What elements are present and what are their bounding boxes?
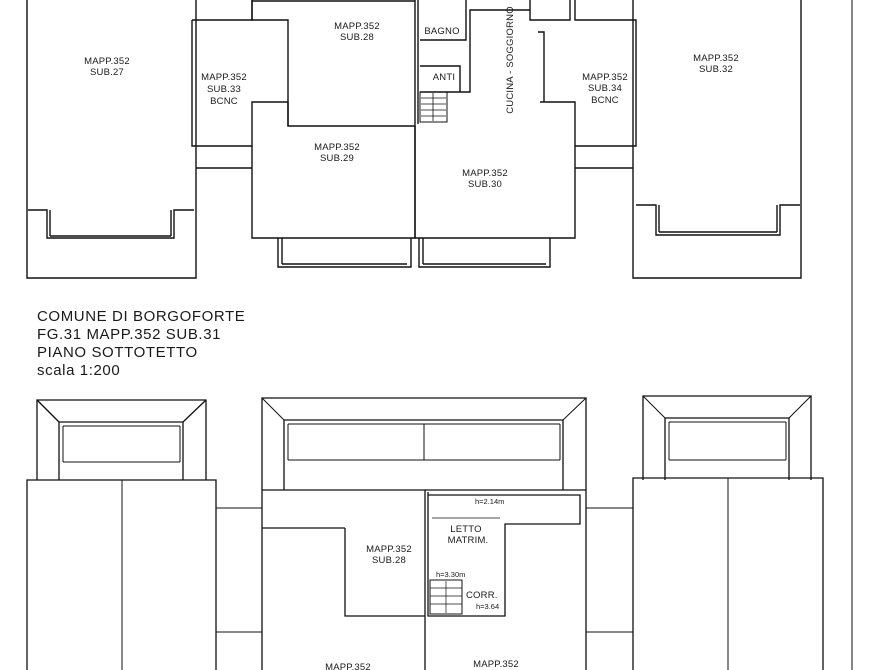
label-letto: LETTO bbox=[450, 524, 481, 535]
label-height-2: h=3.30m bbox=[436, 570, 465, 579]
label-sub33-bcnc: BCNC bbox=[210, 96, 238, 107]
label-anti: ANTI bbox=[433, 72, 455, 83]
title-piano: PIANO SOTTOTETTO bbox=[37, 344, 198, 361]
label-height-3: h=3.64 bbox=[476, 602, 499, 611]
block-right bbox=[632, 477, 824, 670]
dormer-left bbox=[36, 399, 207, 480]
label-sub32-sub: SUB.32 bbox=[699, 64, 733, 75]
dormer-center bbox=[261, 397, 587, 490]
title-block: COMUNE DI BORGOFORTE FG.31 MAPP.352 SUB.… bbox=[37, 308, 245, 379]
label-sub28-sub: SUB.28 bbox=[340, 32, 374, 43]
label-height-1: h=2.14m bbox=[475, 497, 504, 506]
label-sub34-mapp: MAPP.352 bbox=[582, 72, 628, 83]
label-bottom-right-mapp: MAPP.352 bbox=[473, 659, 519, 670]
label-sub30-sub: SUB.30 bbox=[468, 179, 502, 190]
label-bagno: BAGNO bbox=[424, 26, 459, 37]
unit-sub34 bbox=[574, 0, 637, 147]
upper-floor-plan: MAPP.352 SUB.27 MAPP.352 SUB.33 BCNC MAP… bbox=[26, 0, 802, 279]
dormer-right bbox=[642, 395, 812, 480]
label-sub34-sub: SUB.34 bbox=[588, 83, 622, 94]
label-sub32-mapp: MAPP.352 bbox=[693, 53, 739, 64]
label-sub28-mapp: MAPP.352 bbox=[334, 21, 380, 32]
title-comune: COMUNE DI BORGOFORTE bbox=[37, 308, 245, 325]
label-sub27-sub: SUB.27 bbox=[90, 67, 124, 78]
label-sub29-sub: SUB.29 bbox=[320, 153, 354, 164]
block-center bbox=[261, 489, 633, 670]
unit-sub27 bbox=[26, 0, 252, 279]
unit-sub31-apartment bbox=[417, 0, 571, 124]
title-foglio: FG.31 MAPP.352 SUB.31 bbox=[37, 326, 221, 343]
label-sub33-sub: SUB.33 bbox=[207, 84, 241, 95]
label-sub27-mapp: MAPP.352 bbox=[84, 56, 130, 67]
label-sub34-bcnc: BCNC bbox=[591, 95, 619, 106]
label-sub29-mapp: MAPP.352 bbox=[314, 142, 360, 153]
unit-sub28 bbox=[251, 0, 416, 126]
label-corr: CORR. bbox=[466, 590, 498, 601]
title-scala: scala 1:200 bbox=[37, 362, 120, 379]
unit-sub30 bbox=[414, 101, 576, 268]
label-sub33-mapp: MAPP.352 bbox=[201, 72, 247, 83]
block-left bbox=[26, 479, 262, 670]
label-lower-sub28-mapp: MAPP.352 bbox=[366, 544, 412, 555]
label-lower-sub28-sub: SUB.28 bbox=[372, 555, 406, 566]
label-matrim: MATRIM. bbox=[448, 535, 489, 546]
lower-floor-plan: LETTO MATRIM. MAPP.352 SUB.28 h=2.14m h=… bbox=[26, 395, 824, 670]
label-cucina-soggiorno: CUCINA - SOGGIORNO bbox=[505, 6, 516, 114]
label-bottom-left-mapp: MAPP.352 bbox=[325, 662, 371, 670]
label-sub30-mapp: MAPP.352 bbox=[462, 168, 508, 179]
unit-sub32 bbox=[575, 0, 802, 279]
